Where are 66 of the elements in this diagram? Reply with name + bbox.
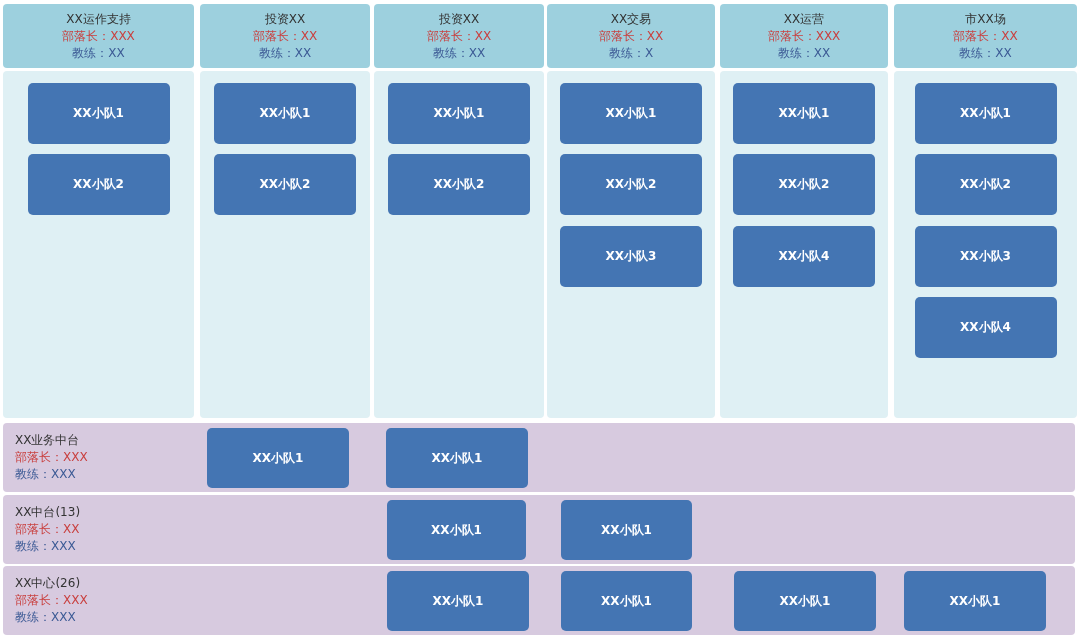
- group-title: 投资XX: [264, 10, 306, 28]
- group-title: XX中心(26): [15, 575, 81, 592]
- column-header: [374, 4, 544, 68]
- team-box: XX小队1: [904, 571, 1046, 631]
- team-box: XX小队1: [207, 428, 349, 488]
- team-box: XX小队1: [27, 83, 170, 144]
- group-title: XX运作支持: [66, 10, 131, 28]
- group-title: XX中台(13): [15, 504, 81, 521]
- team-box: XX小队1: [560, 83, 702, 144]
- team-box: XX小队2: [214, 154, 356, 215]
- group-title: XX业务中台: [15, 432, 80, 449]
- group-title: XX交易: [610, 10, 652, 28]
- column-panel: [374, 71, 544, 418]
- team-box: XX小队1: [214, 83, 356, 144]
- column-header: [3, 4, 194, 68]
- leader-label: 部落长：XX: [598, 27, 664, 45]
- team-box: XX小队3: [914, 226, 1057, 287]
- coach-label: 教练：XX: [258, 44, 312, 62]
- coach-label: 教练：XX: [432, 44, 486, 62]
- leader-label: 部落长：XX: [252, 27, 318, 45]
- group-title: 市XX场: [965, 10, 1006, 28]
- team-box: XX小队4: [733, 226, 875, 287]
- team-box: XX小队1: [386, 428, 528, 488]
- team-box: XX小队2: [733, 154, 875, 215]
- column-header: [200, 4, 370, 68]
- leader-label: 部落长：XXX: [15, 592, 88, 609]
- column-panel: [720, 71, 888, 418]
- team-box: XX小队1: [387, 500, 526, 560]
- team-box: XX小队1: [561, 500, 692, 560]
- team-box: XX小队1: [734, 571, 876, 631]
- team-box: XX小队1: [733, 83, 875, 144]
- team-box: XX小队1: [388, 83, 530, 144]
- leader-label: 部落长：XX: [426, 27, 492, 45]
- team-box: XX小队4: [914, 297, 1057, 358]
- coach-label: 教练：XXX: [15, 538, 76, 555]
- coach-label: 教练：XXX: [15, 609, 76, 626]
- coach-label: 教练：XXX: [15, 466, 76, 483]
- leader-label: 部落长：XX: [15, 521, 80, 538]
- column-header: [547, 4, 715, 68]
- leader-label: 部落长：XXX: [15, 449, 88, 466]
- team-box: XX小队2: [388, 154, 530, 215]
- leader-label: 部落长：XXX: [62, 27, 135, 45]
- team-box: XX小队2: [27, 154, 170, 215]
- column-panel: [547, 71, 715, 418]
- column-header: [894, 4, 1077, 68]
- team-box: XX小队1: [561, 571, 692, 631]
- team-box: XX小队3: [560, 226, 702, 287]
- team-box: XX小队1: [387, 571, 529, 631]
- row-band: [3, 423, 1075, 492]
- coach-label: 教练：X: [608, 44, 654, 62]
- column-panel: [894, 71, 1077, 418]
- leader-label: 部落长：XXX: [767, 27, 841, 45]
- column-panel: [3, 71, 194, 418]
- team-box: XX小队1: [914, 83, 1057, 144]
- leader-label: 部落长：XX: [953, 27, 1018, 45]
- group-title: XX运营: [783, 10, 825, 28]
- column-panel: [200, 71, 370, 418]
- row-band: [3, 495, 1075, 564]
- team-box: XX小队2: [914, 154, 1057, 215]
- column-header: [720, 4, 888, 68]
- row-band: [3, 566, 1075, 635]
- group-title: 投资XX: [438, 10, 480, 28]
- coach-label: 教练：XX: [959, 44, 1012, 62]
- coach-label: 教练：XX: [777, 44, 831, 62]
- team-box: XX小队2: [560, 154, 702, 215]
- coach-label: 教练：XX: [72, 44, 125, 62]
